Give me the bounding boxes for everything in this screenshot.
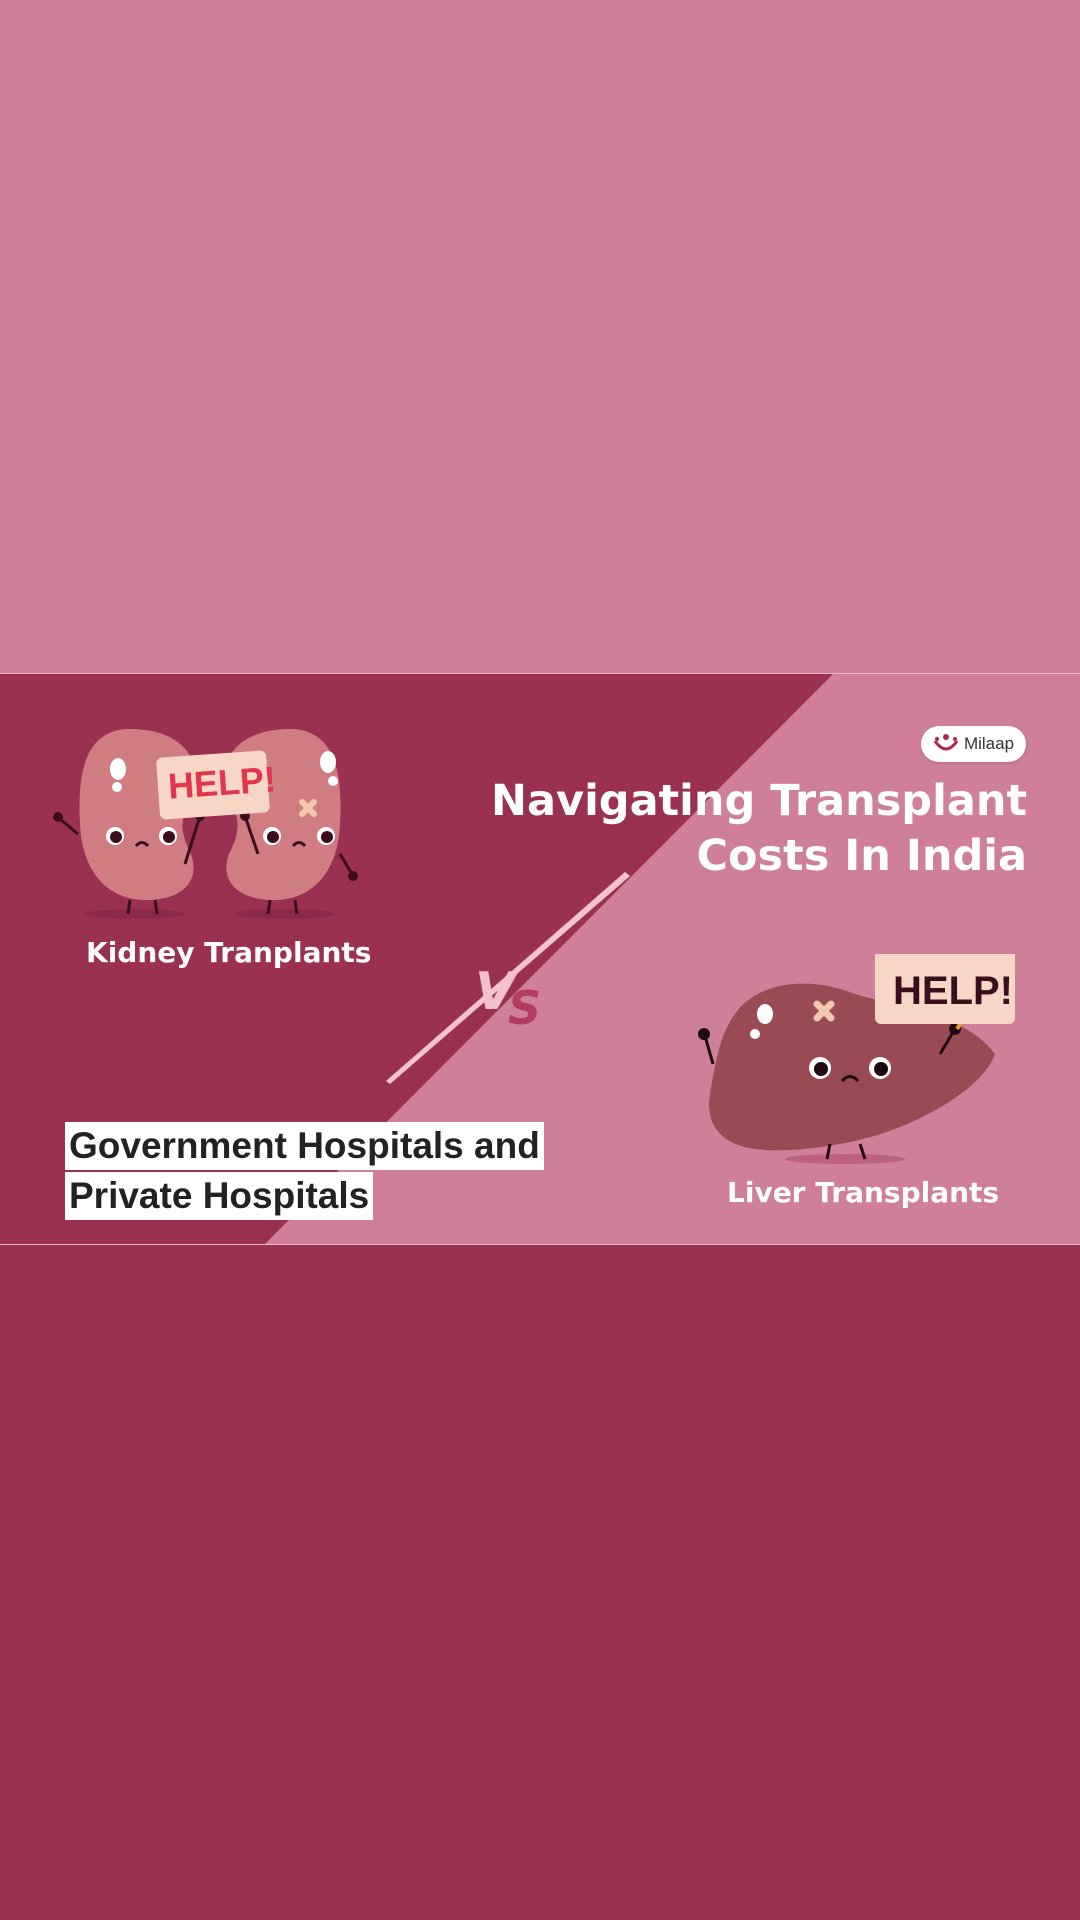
liver-character-illustration bbox=[698, 954, 1015, 1164]
page-title: Navigating Transplant Costs In India bbox=[427, 774, 1027, 884]
liver-transplants-label: Liver Transplants bbox=[727, 1176, 1000, 1209]
kidney-characters-illustration bbox=[53, 729, 358, 919]
svg-text:V: V bbox=[475, 962, 519, 1022]
brand-name: Milaap bbox=[963, 734, 1015, 753]
banner-image: V S HELP! bbox=[0, 673, 1080, 1245]
kidney-help-sign-text: HELP! bbox=[166, 758, 278, 807]
bottom-background bbox=[0, 1245, 1080, 1920]
title-line-2: Costs In India bbox=[696, 831, 1027, 881]
kidney-transplants-label: Kidney Tranplants bbox=[86, 936, 372, 969]
liver-help-sign-text: HELP! bbox=[893, 969, 1013, 1013]
caption-line-1: Government Hospitals and bbox=[65, 1122, 544, 1170]
milaap-brand-badge: Milaap bbox=[921, 726, 1026, 762]
hospital-comparison-caption: Government Hospitals and Private Hospita… bbox=[65, 1122, 544, 1222]
vs-icon: V S bbox=[475, 962, 541, 1034]
milaap-logo-icon bbox=[933, 734, 959, 751]
svg-text:S: S bbox=[508, 981, 541, 1034]
top-background bbox=[0, 0, 1080, 673]
caption-line-2: Private Hospitals bbox=[65, 1172, 374, 1220]
title-line-1: Navigating Transplant bbox=[491, 776, 1027, 826]
